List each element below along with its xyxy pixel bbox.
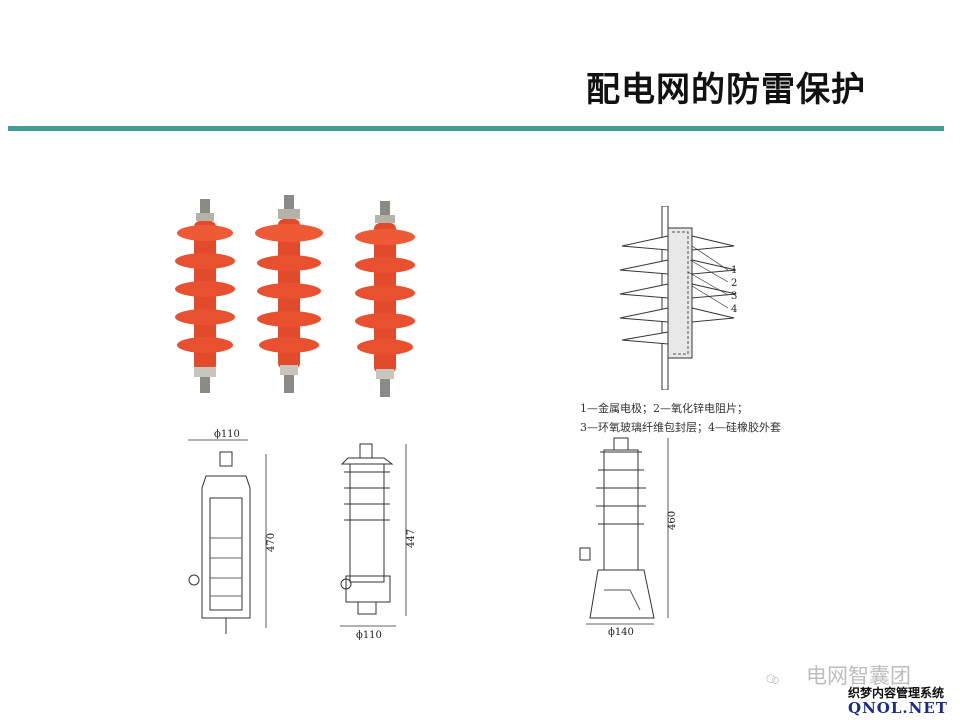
drawing-1-height: 470 [266,533,277,552]
watermark-site-name: 织梦内容管理系统 [848,686,945,700]
slide-title: 配电网的防雷保护 [586,70,866,110]
drawing-2-diameter: ϕ110 [356,630,382,641]
arrester-2 [255,195,323,393]
watermark-brand: 电网智囊团 [806,664,911,688]
schematic-caption-line-1: 1—金属电极；2—氧化锌电阻片； [580,402,748,415]
title-divider [8,126,944,131]
schematic-label-1: 1 [731,265,737,276]
wechat-logo-icon [766,674,779,684]
schematic-label-3: 3 [731,291,737,302]
drawing-1: ϕ110 470 [188,429,277,634]
schematic-label-2: 2 [731,278,737,289]
drawing-3-height: 460 [667,511,678,530]
structure-schematic: 1 2 3 4 [619,206,737,390]
arrester-1 [175,199,235,393]
arrester-3 [355,201,415,397]
schematic-label-4: 4 [731,304,737,315]
drawing-2-height: 447 [406,529,417,548]
watermark-site-domain: QNOL.NET [848,699,948,717]
drawing-2: ϕ110 447 [340,443,417,641]
arrester-photo [175,195,415,397]
schematic-caption-line-2: 3—环氧玻璃纤维包封层；4—硅橡胶外套 [580,421,781,434]
drawing-3-diameter: ϕ140 [608,627,634,638]
drawing-1-diameter: ϕ110 [214,429,240,440]
drawing-3: ϕ140 460 [579,437,678,638]
